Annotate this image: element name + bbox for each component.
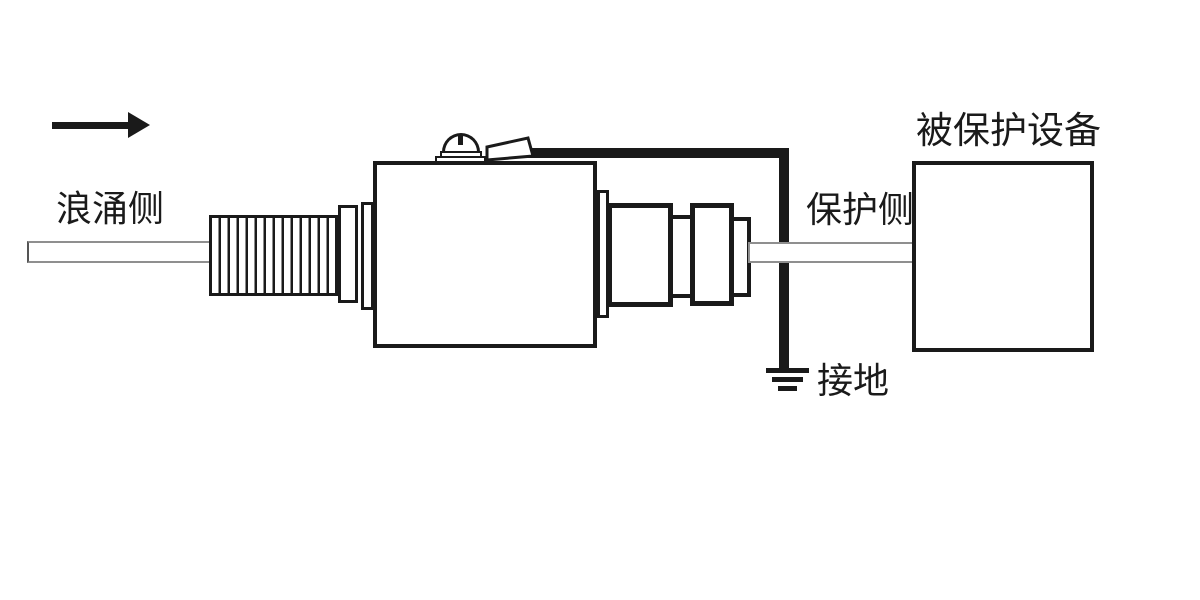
ground-symbol-bar-1: [766, 368, 809, 373]
output-connector-barrel-2: [690, 203, 734, 306]
protected-equipment-box: [912, 161, 1094, 352]
protected-side-cable: [748, 242, 915, 263]
terminal-screw-slot-icon: [458, 135, 463, 145]
protected-equipment-label: 被保护设备: [916, 110, 1101, 151]
ground-symbol-bar-3: [778, 386, 797, 391]
surge-protector-body: [373, 161, 597, 348]
ground-label: 接地: [817, 360, 890, 401]
protected-side-label: 保护侧: [806, 189, 915, 230]
ground-wire-horizontal: [527, 148, 789, 158]
connector-flange-inner: [361, 202, 374, 310]
connector-flange-outer: [338, 205, 358, 303]
flow-arrow-shaft: [52, 122, 132, 129]
terminal-base-plate-lower: [435, 156, 486, 163]
threaded-connector: [209, 215, 338, 296]
flow-arrow-icon: [128, 112, 150, 138]
surge-side-cable: [27, 241, 213, 263]
output-connector-barrel-1: [607, 203, 673, 307]
surge-side-label: 浪涌侧: [56, 188, 165, 229]
terminal-clip-wedge: [485, 136, 535, 162]
ground-symbol-bar-2: [772, 377, 803, 382]
